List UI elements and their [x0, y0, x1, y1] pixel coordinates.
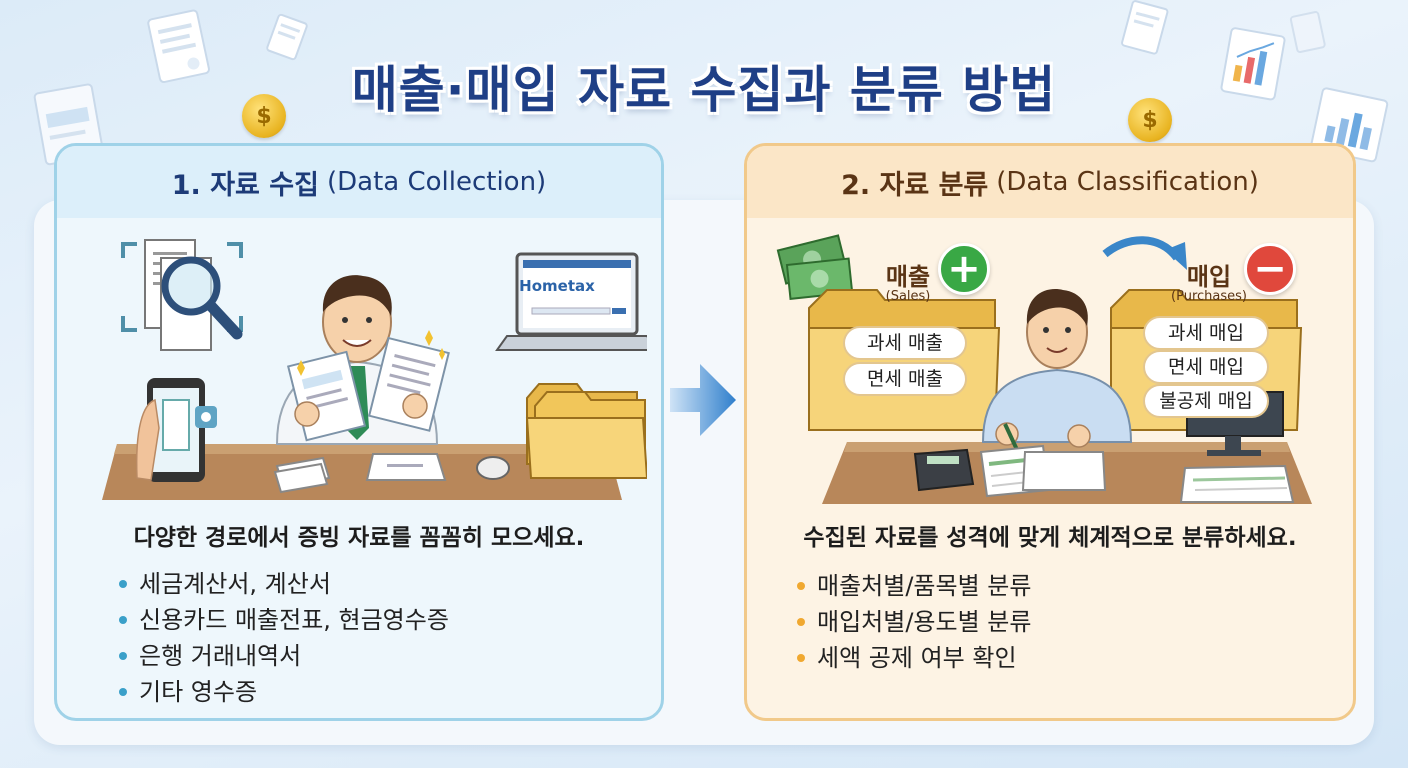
list-item-text: 매출처별/품목별 분류 — [817, 572, 1032, 600]
list-item: 기타 영수증 — [119, 674, 449, 710]
hometax-logo: Hometax — [519, 277, 595, 295]
list-item-text: 세금계산서, 계산서 — [139, 570, 331, 598]
list-item-text: 기타 영수증 — [139, 678, 258, 706]
sales-item-pill: 면세 매출 — [843, 362, 967, 396]
list-item-text: 신용카드 매출전표, 현금영수증 — [139, 606, 449, 634]
panel-heading: 1. 자료 수집 (Data Collection) — [57, 146, 661, 218]
purchases-label-sub: (Purchases) — [1171, 289, 1247, 304]
document-icon — [147, 9, 210, 84]
curved-arrow-icon — [1102, 236, 1181, 261]
bullet-icon — [797, 618, 805, 626]
data-collection-panel: 1. 자료 수집 (Data Collection) — [54, 143, 664, 721]
minus-icon: − — [1244, 243, 1296, 295]
chart-document-icon — [1220, 27, 1286, 101]
data-classification-panel: 2. 자료 분류 (Data Classification) — [744, 143, 1356, 721]
list-item-text: 은행 거래내역서 — [139, 642, 302, 670]
purchases-label-text: 매입 — [1186, 263, 1232, 291]
bullet-icon — [119, 580, 127, 588]
list-item-text: 세액 공제 여부 확인 — [817, 644, 1017, 672]
document-icon — [266, 13, 308, 61]
bullet-icon — [119, 688, 127, 696]
panel-heading: 2. 자료 분류 (Data Classification) — [747, 146, 1353, 218]
list-item-text: 매입처별/용도별 분류 — [817, 608, 1032, 636]
calculator-icon — [913, 448, 975, 492]
purchases-label: 매입 (Purchases) — [1161, 264, 1257, 304]
purchases-item-pill: 과세 매입 — [1143, 316, 1269, 350]
list-item: 은행 거래내역서 — [119, 638, 449, 674]
sales-folder — [808, 289, 1001, 431]
coin-icon: $ — [242, 94, 286, 138]
bullet-icon — [797, 654, 805, 662]
plus-icon: + — [938, 243, 990, 295]
panel-heading-title: 1. 자료 수집 — [171, 169, 319, 201]
money-bills-icon — [776, 234, 854, 300]
bullet-icon — [797, 582, 805, 590]
panel-heading-subtitle: (Data Collection) — [326, 167, 547, 197]
panel-heading-title: 2. 자료 분류 — [841, 169, 989, 201]
arrow-right-icon — [670, 364, 736, 436]
list-item: 세금계산서, 계산서 — [119, 566, 449, 602]
list-item: 신용카드 매출전표, 현금영수증 — [119, 602, 449, 638]
sales-label: 매출 (Sales) — [873, 264, 943, 304]
list-item: 매출처별/품목별 분류 — [797, 568, 1031, 604]
list-item: 세액 공제 여부 확인 — [797, 640, 1031, 676]
man-writing — [981, 289, 1133, 455]
panel-heading-subtitle: (Data Classification) — [996, 167, 1259, 197]
sales-item-pill: 과세 매출 — [843, 326, 967, 360]
man-holding-documents — [275, 275, 450, 445]
smartphone-icon — [135, 378, 217, 482]
laptop-icon — [495, 252, 647, 351]
coin-symbol: $ — [256, 103, 272, 129]
minus-symbol: − — [1253, 246, 1287, 292]
purchases-item-pill: 불공제 매입 — [1143, 384, 1269, 418]
classification-list: 매출처별/품목별 분류 매입처별/용도별 분류 세액 공제 여부 확인 — [797, 568, 1031, 676]
ledger-icon — [1179, 464, 1295, 503]
sales-label-text: 매출 — [885, 263, 931, 291]
bullet-icon — [119, 652, 127, 660]
mouse-icon — [476, 456, 510, 480]
sales-label-sub: (Sales) — [885, 289, 931, 304]
file-folders-icon — [525, 383, 647, 479]
coin-icon: $ — [1128, 98, 1172, 142]
purchases-item-pill: 면세 매입 — [1143, 350, 1269, 384]
list-item: 매입처별/용도별 분류 — [797, 604, 1031, 640]
collection-illustration — [102, 239, 647, 500]
receipt-scan-icon — [121, 239, 243, 351]
bullet-icon — [119, 616, 127, 624]
document-icon — [1121, 0, 1169, 55]
coin-symbol: $ — [1142, 107, 1158, 133]
plus-symbol: + — [947, 246, 981, 292]
document-icon — [1289, 11, 1326, 53]
page-title: 매출·매입 자료 수집과 분류 방법 — [351, 61, 1057, 119]
classification-lead: 수집된 자료를 성격에 맞게 체계적으로 분류하세요. — [803, 525, 1297, 551]
paper-stack-icon — [273, 453, 447, 494]
collection-lead: 다양한 경로에서 증빙 자료를 꼼꼼히 모으세요. — [133, 525, 585, 551]
collection-list: 세금계산서, 계산서 신용카드 매출전표, 현금영수증 은행 거래내역서 기타 … — [119, 566, 449, 710]
